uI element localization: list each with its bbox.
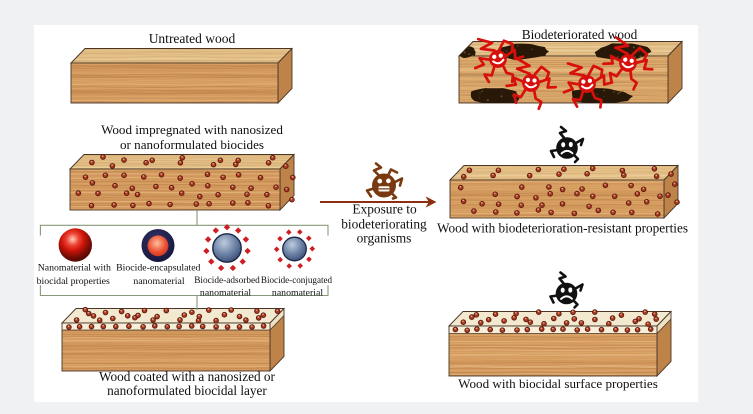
svg-text:nanomaterial: nanomaterial [133,276,184,287]
svg-text:Wood with biodeterioration-res: Wood with biodeterioration-resistant pro… [437,221,688,236]
svg-text:Biodeteriorated wood: Biodeteriorated wood [522,27,638,42]
svg-text:Untreated wood: Untreated wood [149,31,236,46]
svg-text:organisms: organisms [357,231,412,246]
svg-text:Nanomaterial with: Nanomaterial with [38,263,111,274]
svg-text:biodeteriorating: biodeteriorating [341,217,427,232]
svg-text:Biocide-encapsulated: Biocide-encapsulated [116,263,200,274]
svg-text:Wood coated with a nanosized o: Wood coated with a nanosized or [99,369,275,384]
svg-text:nanomaterial: nanomaterial [200,288,251,299]
svg-text:Biocide-adsorbed: Biocide-adsorbed [194,276,260,286]
svg-text:Wood with biocidal surface pro: Wood with biocidal surface properties [458,376,658,391]
svg-text:or nanoformulated biocides: or nanoformulated biocides [120,137,264,152]
svg-text:nanomaterial: nanomaterial [272,288,323,299]
svg-text:Exposure to: Exposure to [352,202,417,217]
svg-text:biocidal properties: biocidal properties [37,276,110,287]
svg-text:Wood impregnated with nanosize: Wood impregnated with nanosized [101,122,283,137]
svg-text:nanoformulated biocidal layer: nanoformulated biocidal layer [107,383,267,398]
svg-text:Biocide-conjugated: Biocide-conjugated [261,275,333,285]
